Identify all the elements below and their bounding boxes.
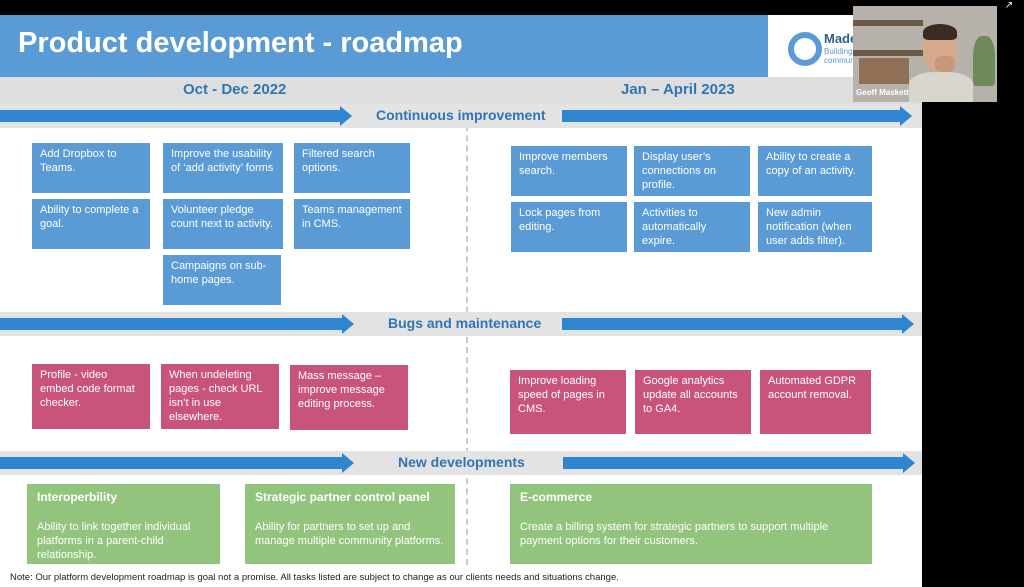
logo-tagline-line2: communi [824, 56, 857, 65]
task-card: Display user’s connections on profile. [634, 146, 750, 196]
section-label: Continuous improvement [376, 107, 546, 123]
slide-title: Product development - roadmap [18, 27, 463, 59]
logo-name: Made [824, 31, 858, 46]
participant-hair [923, 24, 957, 40]
bug-card: When undeleting pages - check URL isn’t … [161, 364, 279, 429]
task-card: Add Dropbox to Teams. [32, 143, 150, 193]
task-card: Improve the usability of ‘add activity’ … [163, 143, 283, 193]
period-right: Jan – April 2023 [621, 81, 735, 98]
task-card: New admin notification (when user adds f… [758, 202, 872, 252]
feature-body: Create a billing system for strategic pa… [520, 521, 829, 547]
section-bugs-maintenance: Bugs and maintenance [0, 312, 922, 336]
task-card: Campaigns on sub-home pages. [163, 255, 281, 305]
section-new-developments: New developments [0, 451, 922, 475]
task-card: Filtered search options. [294, 143, 410, 193]
feature-card-partner-panel: Strategic partner control panel Ability … [245, 484, 455, 564]
section-label: New developments [398, 454, 525, 470]
arrow-left-icon [0, 314, 354, 334]
feature-heading: Strategic partner control panel [255, 490, 430, 504]
task-card: Ability to create a copy of an activity. [758, 146, 872, 196]
bug-card: Automated GDPR account removal. [760, 370, 871, 434]
shelf [853, 50, 923, 56]
logo-tagline: Building communi [824, 47, 856, 65]
title-band: Product development - roadmap [0, 15, 768, 77]
arrow-right-icon [563, 453, 915, 473]
arrow-right-icon [562, 106, 912, 126]
feature-body: Ability for partners to set up and manag… [255, 521, 444, 547]
task-card: Improve members search. [511, 146, 627, 196]
period-left: Oct - Dec 2022 [183, 81, 287, 98]
task-card: Activities to automatically expire. [634, 202, 750, 252]
feature-card-ecommerce: E-commerce Create a billing system for s… [510, 484, 872, 564]
arrow-left-icon [0, 453, 354, 473]
share-arrow-icon[interactable]: ↗ [1004, 0, 1014, 11]
task-card: Volunteer pledge count next to activity. [163, 199, 283, 249]
arrow-right-icon [562, 314, 914, 334]
task-card: Teams management in CMS. [294, 199, 410, 249]
feature-card-interoperability: Interoperbility Ability to link together… [27, 484, 220, 564]
feature-body: Ability to link together individual plat… [37, 521, 191, 561]
participant-body [909, 72, 973, 102]
period-header: Oct - Dec 2022 Jan – April 2023 [0, 77, 922, 105]
shared-slide: Product development - roadmap Made Build… [0, 15, 922, 587]
bookshelf [859, 58, 909, 84]
participant-name: Geoff Maskett [856, 88, 909, 97]
feature-heading: E-commerce [520, 490, 593, 504]
footnote: Note: Our platform development roadmap i… [10, 572, 619, 583]
task-card: Lock pages from editing. [511, 202, 627, 252]
section-continuous-improvement: Continuous improvement [0, 104, 922, 128]
section-label: Bugs and maintenance [388, 315, 542, 331]
bug-card: Mass message – improve message editing p… [290, 365, 408, 430]
participant-video-tile[interactable]: Geoff Maskett [853, 6, 997, 102]
feature-heading: Interoperbility [37, 490, 118, 504]
arrow-left-icon [0, 106, 352, 126]
bug-card: Google analytics update all accounts to … [635, 370, 751, 434]
plant [973, 36, 995, 86]
logo-tagline-line1: Building [824, 47, 853, 56]
shelf [853, 20, 923, 26]
bug-card: Improve loading speed of pages in CMS. [510, 370, 626, 434]
bug-card: Profile - video embed code format checke… [32, 364, 150, 429]
task-card: Ability to complete a goal. [32, 199, 150, 249]
top-bar [0, 0, 1024, 15]
logo-ring-icon [788, 32, 822, 66]
participant-hand [935, 56, 955, 72]
